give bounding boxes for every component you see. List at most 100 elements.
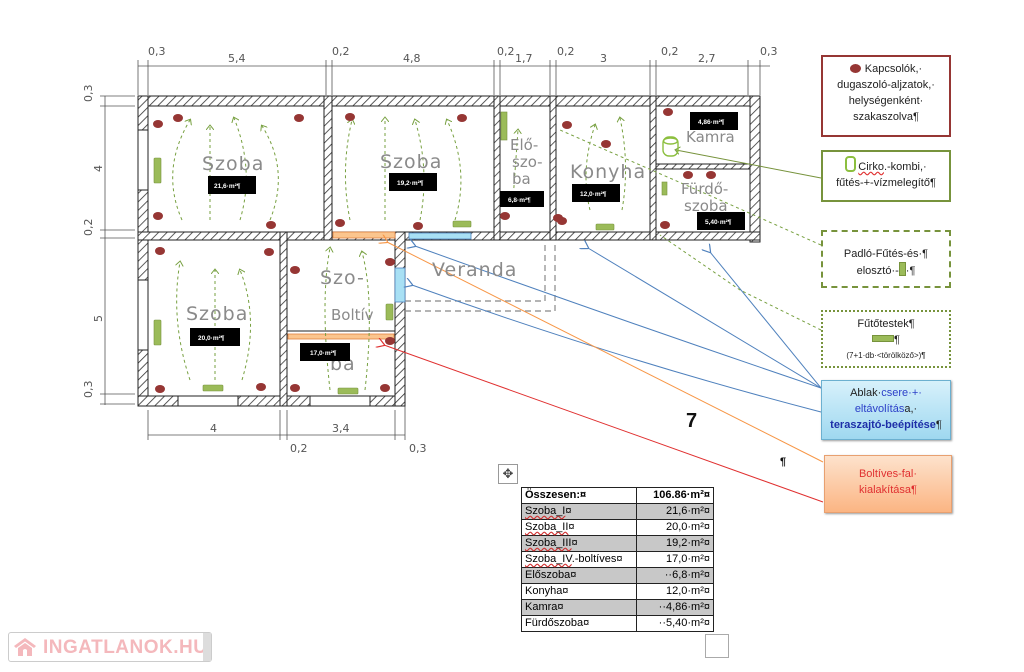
table-cell[interactable]: Fürdőszoba¤ [521, 615, 637, 632]
dim-label: 3,4 [332, 422, 350, 435]
dim-label: 1,7 [515, 52, 533, 65]
legend-text: a,· [904, 403, 918, 415]
legend-floor-heating[interactable]: Padló-Fűtés-és·¶ elosztó·-·¶ [821, 230, 951, 288]
window-mark [408, 232, 472, 240]
dim-label: 0,3 [760, 45, 778, 58]
legend-text: teraszajtó-beépítése [830, 419, 936, 431]
dim-label: 5 [92, 315, 105, 322]
table-cell[interactable]: Szoba_IV.-boltíves¤ [521, 551, 637, 568]
table-cell[interactable]: 19,2·m²¤ [636, 535, 714, 552]
table-cell[interactable]: Szoba_III¤ [521, 535, 637, 552]
room-label: Fürdő- [681, 180, 728, 198]
outlets [153, 108, 716, 393]
legend-text: Boltíves-fal· [858, 468, 918, 480]
room-label: szoba [684, 197, 728, 215]
dim-label: 2,7 [698, 52, 716, 65]
outlet-dot-icon [153, 212, 163, 220]
window-mark [394, 267, 406, 303]
room-label: Konyha [570, 161, 646, 183]
dimension-labels: 0,3 5,4 0,2 4,8 0,2 1,7 0,2 3 0,2 2,7 0,… [82, 45, 778, 455]
dim-label: 4 [92, 165, 105, 172]
veranda-label: Veranda [432, 259, 517, 281]
legend-text: Kapcsolók,· [864, 63, 923, 75]
table-row: Szoba_IV.-boltíves¤17,0·m²¤ [521, 551, 714, 568]
legend-text: helységenként· [848, 95, 924, 107]
room-name: .-boltíves¤ [571, 553, 623, 565]
room-name: Előszoba¤ [525, 569, 577, 581]
table-row: Előszoba¤ ··6,8·m²¤ [521, 567, 714, 584]
table-cell[interactable]: Szoba_I¤ [521, 503, 637, 520]
room-label: ba [512, 170, 531, 188]
table-resize-handle[interactable] [705, 634, 729, 658]
arch-mark [332, 231, 396, 239]
room-name: Fürdőszoba¤ [525, 617, 590, 629]
outlet-dot-icon [266, 221, 276, 229]
legend-text: elosztó·- [856, 265, 899, 277]
table-cell[interactable]: Kamra¤ [521, 599, 637, 616]
outlet-dot-icon [413, 222, 423, 230]
veranda-outline [405, 240, 556, 312]
distributor-icon [500, 111, 508, 141]
outlet-dot-icon [290, 266, 300, 274]
table-row: Szoba_III¤19,2·m²¤ [521, 535, 714, 552]
legend-boiler[interactable]: Cirko.-kombi,· fűtés-+-vízmelegítő¶ [821, 150, 951, 202]
walls [137, 95, 761, 407]
room-label: Szoba [186, 303, 248, 325]
boiler-icon [662, 136, 679, 157]
legend-text: Cirko [858, 161, 884, 173]
room-name: Szoba_III [525, 537, 572, 549]
dim-label: 0,3 [409, 442, 427, 455]
outlet-dot-icon [562, 121, 572, 129]
area-tag: 21,6·m²¶ [214, 183, 241, 190]
dim-label: 3 [600, 52, 607, 65]
legend-windows[interactable]: Ablak·csere·+· eltávolítása,· teraszajtó… [821, 380, 951, 440]
table-cell[interactable]: Előszoba¤ [521, 567, 637, 584]
area-tag: 5,40·m²¶ [705, 219, 732, 226]
arch-mark [287, 333, 395, 340]
table-cell[interactable]: Konyha¤ [521, 583, 637, 600]
table-cell[interactable]: ··4,86·m²¤ [636, 599, 714, 616]
legend-text: fűtés-+-vízmelegítő¶ [836, 177, 936, 189]
dim-label: 0,3 [82, 85, 95, 103]
room-label: Szoba [202, 153, 264, 175]
legend-radiators[interactable]: Fűtőtestek¶ ¶ (7+1·db·<törölköző>)¶ [821, 310, 951, 368]
dim-label: 0,2 [332, 45, 350, 58]
room-name: ¤ [568, 521, 575, 533]
radiator-bar-icon [872, 335, 895, 342]
table-cell[interactable]: Összesen:¤ [521, 487, 637, 504]
legend-text: szakaszolva¶ [853, 111, 919, 123]
outlet-dot-icon [457, 114, 467, 122]
logo-bar [203, 633, 211, 661]
outlet-dot-icon [380, 384, 390, 392]
outlet-dot-icon [173, 114, 183, 122]
room-label: Szo- [320, 267, 365, 289]
table-cell[interactable]: 20,0·m²¤ [636, 519, 714, 536]
table-cell[interactable]: Szoba_II¤ [521, 519, 637, 536]
table-cell[interactable]: 17,0·m²¤ [636, 551, 714, 568]
legend-switches[interactable]: Kapcsolók,· dugaszoló-aljzatok,· helység… [821, 55, 951, 137]
table-move-handle[interactable]: ✥ [498, 464, 518, 484]
dim-label: 0,3 [82, 381, 95, 399]
outlet-dot-icon [345, 113, 355, 121]
table-cell[interactable]: ··5,40·m²¤ [636, 615, 714, 632]
table-cell[interactable]: 12,0·m²¤ [636, 583, 714, 600]
table-row: Szoba_I¤21,6·m²¤ [521, 503, 714, 520]
room-name: Kamra¤ [525, 601, 564, 613]
legend-arch-wall[interactable]: Boltíves-fal· kialakítása¶ [824, 455, 952, 513]
area-tag: 12,0·m²¶ [580, 191, 607, 198]
dim-label: 0,2 [290, 442, 308, 455]
room-name: Szoba_I [525, 505, 566, 517]
radiators [153, 111, 668, 395]
pilcrow-mark: ¶ [780, 456, 787, 468]
table-cell[interactable]: 106.86·m²¤ [636, 487, 714, 504]
radiator-icon [202, 384, 224, 392]
boltiv-label: Boltív [331, 306, 374, 324]
legend-text: kialakítása¶ [859, 484, 917, 496]
distributor-icon [898, 262, 906, 276]
room-label: Kamra [686, 128, 735, 146]
outlet-dot-icon [683, 171, 693, 179]
table-cell[interactable]: ··6,8·m²¤ [636, 567, 714, 584]
radiator-icon [385, 303, 394, 321]
table-cell[interactable]: 21,6·m²¤ [636, 503, 714, 520]
